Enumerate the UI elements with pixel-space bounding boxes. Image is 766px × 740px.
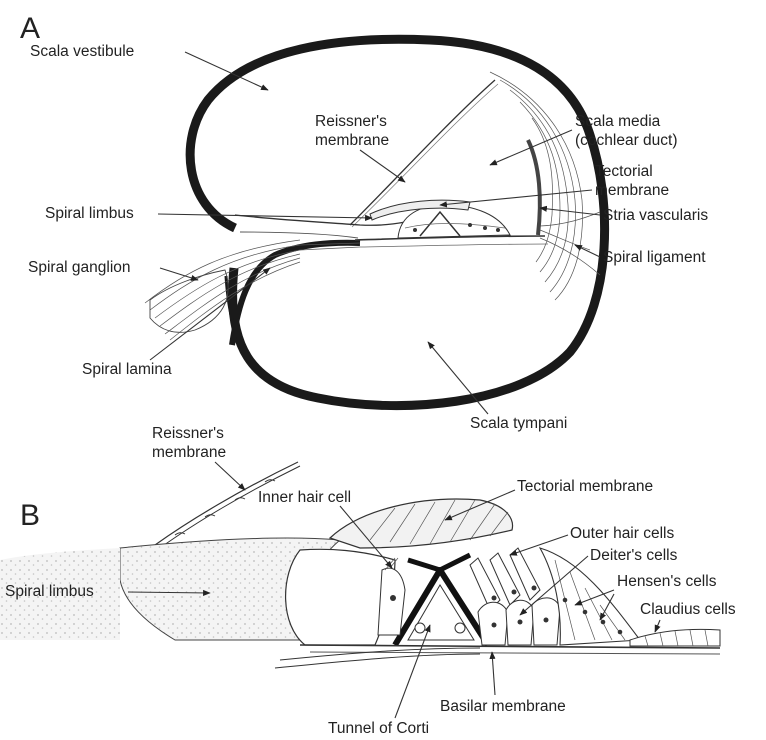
label-scala-tympani: Scala tympani: [470, 415, 567, 432]
label-scala-vestibule: Scala vestibule: [30, 43, 134, 60]
leader-stria-vascularis: [540, 208, 600, 215]
label-basilar-membrane: Basilar membrane: [440, 698, 566, 715]
label-hensens-cells: Hensen's cells: [617, 573, 717, 590]
cochlear-duct-outer-wall: [190, 39, 604, 405]
label-reissners-b-1: Reissner's: [152, 425, 224, 442]
label-spiral-limbus-b: Spiral limbus: [5, 583, 94, 600]
stria-vascularis-band: [528, 140, 540, 235]
outer-hair-cells-b: [470, 548, 540, 610]
leader-claudius-cells: [655, 620, 660, 632]
label-stria-vascularis: Stria vascularis: [603, 207, 708, 224]
spiral-ligament-fibers: [490, 72, 600, 300]
deiters-cells-b: [478, 598, 560, 645]
label-spiral-ligament: Spiral ligament: [603, 249, 706, 266]
label-tunnel-of-corti: Tunnel of Corti: [328, 720, 429, 737]
label-claudius-cells: Claudius cells: [640, 601, 736, 618]
spiral-ganglion-fibers: [145, 240, 360, 340]
inner-hair-cell-b: [378, 558, 405, 635]
label-tectorial-a-1: Tectorial: [595, 163, 653, 180]
label-outer-hair-cells: Outer hair cells: [570, 525, 674, 542]
label-spiral-ganglion: Spiral ganglion: [28, 259, 131, 276]
leader-spiral-ganglion: [160, 268, 198, 280]
leader-reissners-b: [215, 462, 245, 490]
label-spiral-lamina: Spiral lamina: [82, 361, 172, 378]
label-spiral-limbus-a: Spiral limbus: [45, 205, 134, 222]
leader-reissners-a: [360, 150, 405, 182]
spiral-lamina-shelf: [232, 243, 360, 345]
leader-tectorial-a: [440, 190, 592, 205]
label-scala-media-1: Scala media: [575, 113, 661, 130]
label-tectorial-membrane-b: Tectorial membrane: [517, 478, 653, 495]
label-reissners-b-2: membrane: [152, 444, 226, 461]
leader-basilar-membrane: [492, 652, 495, 695]
label-inner-hair-cell: Inner hair cell: [258, 489, 351, 506]
panel-a-letter: A: [20, 12, 40, 45]
organ-of-corti-a: [370, 200, 510, 238]
leader-outer-hair-cells: [510, 535, 568, 555]
leader-spiral-ligament: [575, 245, 600, 257]
label-deiters-cells: Deiter's cells: [590, 547, 678, 564]
label-tectorial-a-2: membrane: [595, 182, 669, 199]
tectorial-membrane-b: [330, 499, 513, 548]
label-reissners-a-1: Reissner's: [315, 113, 387, 130]
panel-b-letter: B: [20, 499, 40, 532]
basilar-membrane-b: [275, 645, 720, 668]
label-reissners-a-2: membrane: [315, 132, 389, 149]
label-scala-media-2: (cochlear duct): [575, 132, 678, 149]
